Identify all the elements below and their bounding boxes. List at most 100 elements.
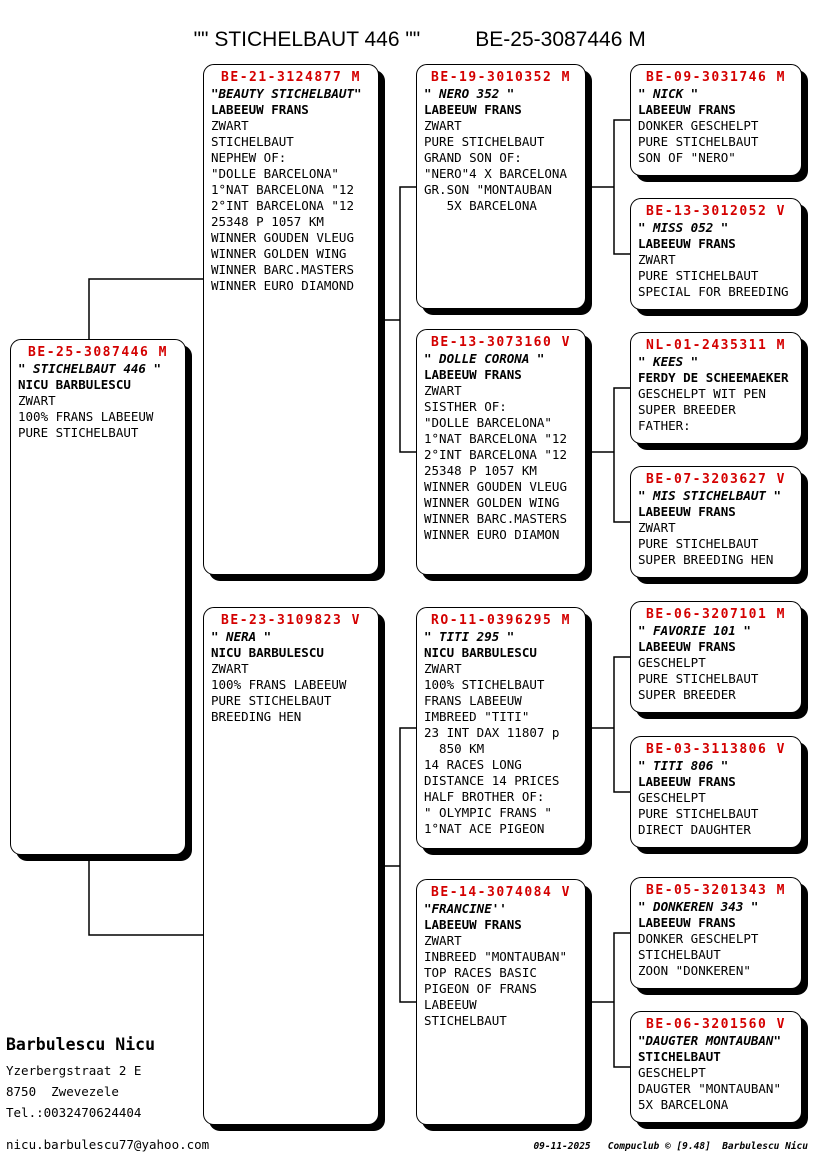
- pigeon-name: " DONKEREN 343 ": [638, 899, 759, 914]
- detail-line: 25348 P 1057 KM: [211, 214, 324, 229]
- detail-line: FRANS LABEEUW: [424, 693, 522, 708]
- detail-line: ZWART: [424, 118, 462, 133]
- detail-line: 100% FRANS LABEEUW: [211, 677, 347, 692]
- breeder-info: Barbulescu Nicu Yzerbergstraat 2 E 8750 …: [6, 1034, 209, 1155]
- ring-number: BE-03-3113806 V: [646, 742, 786, 757]
- detail-line: GR.SON "MONTAUBAN: [424, 182, 552, 197]
- detail-line: 5X BARCELONA: [424, 198, 537, 213]
- detail-line: PURE STICHELBAUT: [424, 134, 545, 149]
- ring-number: BE-13-3012052 V: [646, 204, 786, 219]
- ring-number: BE-06-3201560 V: [646, 1017, 786, 1032]
- detail-line: "DOLLE BARCELONA": [424, 415, 552, 430]
- pedigree-box-dam: BE-23-3109823 V " NERA " NICU BARBULESCU…: [203, 607, 379, 1125]
- detail-line: GESCHELPT: [638, 655, 706, 670]
- breeder-address-line1: Yzerbergstraat 2 E: [6, 1063, 142, 1078]
- pigeon-name: " MIS STICHELBAUT ": [638, 488, 781, 503]
- detail-line: GESCHELPT WIT PEN: [638, 386, 766, 401]
- detail-line: LABEEUW: [424, 997, 477, 1012]
- pigeon-name: " DOLLE CORONA ": [424, 351, 545, 366]
- pigeon-name: " FAVORIE 101 ": [638, 623, 751, 638]
- owner-name: NICU BARBULESCU: [211, 645, 324, 660]
- pedigree-box-g3-2: BE-13-3012052 V " MISS 052 " LABEEUW FRA…: [630, 198, 802, 310]
- detail-line: WINNER EURO DIAMOND: [211, 278, 354, 293]
- pedigree-box-g3-4: BE-07-3203627 V " MIS STICHELBAUT " LABE…: [630, 466, 802, 578]
- pedigree-box-sire-dam: BE-13-3073160 V " DOLLE CORONA " LABEEUW…: [416, 329, 586, 575]
- pedigree-box-sire: BE-21-3124877 M "BEAUTY STICHELBAUT" LAB…: [203, 64, 379, 575]
- pigeon-name: " MISS 052 ": [638, 220, 729, 235]
- owner-name: LABEEUW FRANS: [424, 917, 522, 932]
- detail-line: ZWART: [211, 661, 249, 676]
- pigeon-name: " TITI 295 ": [424, 629, 515, 644]
- breeder-name: Barbulescu Nicu: [6, 1035, 156, 1054]
- detail-line: 1°NAT BARCELONA "12: [211, 182, 354, 197]
- detail-line: SUPER BREEDING HEN: [638, 552, 774, 567]
- pigeon-name: " TITI 806 ": [638, 758, 729, 773]
- pedigree-box-sire-sire: BE-19-3010352 M " NERO 352 " LABEEUW FRA…: [416, 64, 586, 309]
- ring-number: BE-19-3010352 M: [431, 70, 571, 85]
- pigeon-name: "DAUGTER MONTAUBAN": [638, 1033, 781, 1048]
- detail-line: 850 KM: [424, 741, 485, 756]
- detail-line: WINNER BARC.MASTERS: [424, 511, 567, 526]
- detail-line: PURE STICHELBAUT: [638, 671, 759, 686]
- pedigree-box-g3-6: BE-03-3113806 V " TITI 806 " LABEEUW FRA…: [630, 736, 802, 848]
- owner-name: LABEEUW FRANS: [638, 504, 736, 519]
- detail-line: GESCHELPT: [638, 790, 706, 805]
- ring-number: BE-09-3031746 M: [646, 70, 786, 85]
- detail-line: WINNER BARC.MASTERS: [211, 262, 354, 277]
- detail-line: 2°INT BARCELONA "12: [424, 447, 567, 462]
- detail-line: 1°NAT BARCELONA "12: [424, 431, 567, 446]
- detail-line: DONKER GESCHELPT: [638, 118, 759, 133]
- owner-name: NICU BARBULESCU: [18, 377, 131, 392]
- breeder-phone: Tel.:0032470624404: [6, 1105, 142, 1120]
- detail-line: PIGEON OF FRANS: [424, 981, 537, 996]
- pedigree-box-subject: BE-25-3087446 M " STICHELBAUT 446 " NICU…: [10, 339, 186, 855]
- detail-line: 5X BARCELONA: [638, 1097, 729, 1112]
- detail-line: STICHELBAUT: [211, 134, 294, 149]
- pigeon-name: " KEES ": [638, 354, 699, 369]
- detail-line: ZWART: [638, 520, 676, 535]
- page-title: "" STICHELBAUT 446 ""BE-25-3087446 M: [0, 4, 816, 76]
- detail-line: PURE STICHELBAUT: [638, 134, 759, 149]
- ring-number: BE-05-3201343 M: [646, 883, 786, 898]
- detail-line: DIRECT DAUGHTER: [638, 822, 751, 837]
- detail-line: DISTANCE 14 PRICES: [424, 773, 560, 788]
- detail-line: 14 RACES LONG: [424, 757, 522, 772]
- ring-number: BE-21-3124877 M: [221, 70, 361, 85]
- detail-line: ZWART: [424, 933, 462, 948]
- detail-line: 100% STICHELBAUT: [424, 677, 545, 692]
- ring-number: NL-01-2435311 M: [646, 338, 786, 353]
- breeder-email: nicu.barbulescu77@yahoo.com: [6, 1137, 210, 1152]
- detail-line: SISTHER OF:: [424, 399, 507, 414]
- detail-line: DAUGTER "MONTAUBAN": [638, 1081, 781, 1096]
- detail-line: DONKER GESCHELPT: [638, 931, 759, 946]
- title-ring-number: BE-25-3087446 M: [475, 28, 646, 51]
- detail-line: SPECIAL FOR BREEDING: [638, 284, 789, 299]
- detail-line: INBREED "MONTAUBAN": [424, 949, 567, 964]
- pigeon-name: " NERA ": [211, 629, 272, 644]
- detail-line: 100% FRANS LABEEUW: [18, 409, 154, 424]
- detail-line: PURE STICHELBAUT: [211, 693, 332, 708]
- detail-line: FATHER:: [638, 418, 691, 433]
- pigeon-name: " NERO 352 ": [424, 86, 515, 101]
- pedigree-box-g3-5: BE-06-3207101 M " FAVORIE 101 " LABEEUW …: [630, 601, 802, 713]
- pedigree-box-dam-dam: BE-14-3074084 V "FRANCINE'' LABEEUW FRAN…: [416, 879, 586, 1125]
- pigeon-name: " STICHELBAUT 446 ": [18, 361, 161, 376]
- detail-line: BREEDING HEN: [211, 709, 302, 724]
- footer-credit: 09-11-2025 Compuclub © [9.48] Barbulescu…: [533, 1141, 808, 1152]
- ring-number: BE-23-3109823 V: [221, 613, 361, 628]
- pigeon-name: " NICK ": [638, 86, 699, 101]
- detail-line: PURE STICHELBAUT: [638, 536, 759, 551]
- detail-line: TOP RACES BASIC: [424, 965, 537, 980]
